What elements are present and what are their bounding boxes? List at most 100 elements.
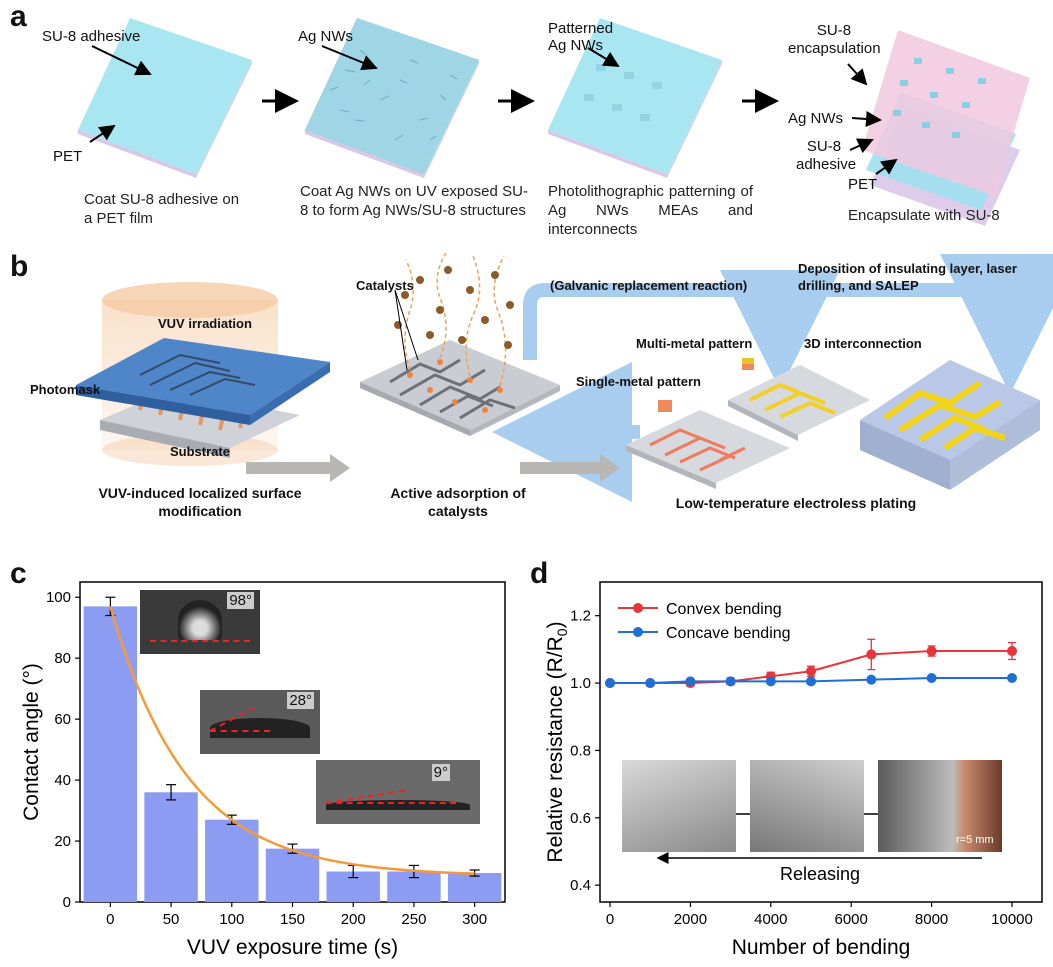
x-axis-label: VUV exposure time (s) [187, 936, 398, 959]
x-tick-label: 4000 [754, 911, 787, 928]
caption-vuv-modification: VUV-induced localized surface modificati… [98, 485, 302, 519]
caption-step4: Encapsulate with SU-8 [848, 207, 1000, 224]
y-tick-label: 100 [46, 589, 71, 606]
data-point [806, 676, 816, 687]
loop-arrow-top [523, 254, 1053, 394]
patterned-film-step3 [548, 18, 722, 178]
photo-folded [878, 760, 1002, 852]
photo-bent [750, 760, 864, 852]
label-galvanic: (Galvanic replacement reaction) [550, 278, 748, 293]
arrow-patterned [587, 47, 620, 68]
inset-droplet-9: 9° [316, 760, 480, 824]
y-tick-label: 80 [54, 650, 71, 667]
x-tick-label: 0 [106, 911, 114, 928]
panel-b-graphics [76, 252, 1053, 502]
grey-arrow-2 [520, 454, 620, 482]
arrow-su8 [91, 45, 152, 76]
y-tick-label: 20 [54, 833, 71, 850]
legend-label: Concave bending [666, 625, 791, 642]
arrow-encap [847, 63, 868, 86]
panel-a-label: a [10, 0, 27, 33]
x-tick-label: 250 [401, 911, 426, 928]
data-point [645, 678, 656, 689]
legend-marker [633, 603, 643, 613]
radius-label: r=5 mm [956, 834, 994, 846]
label-vuv-irradiation: VUV irradiation [158, 316, 252, 331]
photo-flat [622, 760, 736, 852]
label-agnws-step4: Ag NWs [788, 110, 844, 127]
label-pet: PET [53, 148, 83, 165]
data-point [1007, 646, 1017, 657]
label-su8-adhesive: SU-8 adhesive [42, 28, 141, 45]
vuv-setup [76, 282, 330, 466]
x-tick-label: 6000 [835, 911, 868, 928]
caption-step3: Photolithographic patterning of Ag NWs M… [548, 183, 753, 238]
caption-electroless-plating: Low-temperature electroless plating [675, 495, 917, 511]
y-axis-label: Contact angle (°) [20, 663, 43, 821]
data-point [866, 674, 877, 685]
label-substrate: Substrate [170, 444, 230, 459]
label-patterned-agnws: Patterned Ag NWs [548, 20, 614, 54]
angle-9: 9° [431, 764, 450, 781]
bending-arrows [620, 764, 1000, 784]
data-point [1007, 673, 1017, 683]
multi-metal-pattern-board [728, 358, 870, 441]
arrow-agnws [321, 45, 378, 71]
bar-300 [447, 873, 502, 902]
y-tick-label: 60 [54, 711, 71, 728]
label-single-metal: Single-metal pattern [576, 374, 701, 389]
panel-a-graphics [78, 17, 1030, 226]
y-tick-label: 40 [54, 772, 71, 789]
y-tick-label: 0 [63, 894, 71, 911]
3d-interconnection-board [860, 360, 1040, 490]
label-su8-encapsulation: SU-8 encapsulation [788, 22, 881, 57]
pet-film-step1 [78, 18, 252, 178]
arrow-adhesive [849, 138, 874, 154]
x-tick-label: 50 [163, 911, 180, 928]
arrow-pet [89, 124, 116, 143]
label-3d-interconnection: 3D interconnection [804, 336, 922, 351]
x-tick-label: 200 [341, 911, 366, 928]
legend-label: Convex bending [666, 601, 782, 618]
y-tick-label: 0.6 [570, 810, 591, 827]
panel-d-label: d [530, 557, 549, 590]
arrow-agnws-4 [851, 111, 882, 127]
agnws-texture [329, 49, 458, 141]
y-tick-label: 0.8 [570, 742, 591, 759]
x-tick-label: 8000 [915, 911, 948, 928]
data-point [866, 649, 877, 660]
bar-0 [83, 606, 138, 902]
x-tick-label: 0 [606, 911, 614, 928]
bar-150 [265, 848, 320, 902]
data-point [926, 646, 937, 657]
caption-active-adsorption: Active adsorption of catalysts [390, 485, 526, 519]
fit-curve [109, 606, 475, 875]
data-point [605, 678, 615, 689]
x-tick-label: 150 [280, 911, 305, 928]
plot-frame [599, 581, 1043, 903]
grey-arrow-1 [246, 454, 350, 482]
label-photomask: Photomask [30, 382, 101, 397]
label-agnws: Ag NWs [298, 28, 354, 45]
caption-step2: Coat Ag NWs on UV exposed SU-8 to form A… [300, 183, 528, 219]
y-tick-label: 0.4 [570, 877, 591, 894]
data-point [685, 676, 696, 687]
bar-50 [144, 792, 198, 902]
bar-100 [205, 819, 259, 902]
data-point [725, 676, 736, 687]
angle-28: 28° [287, 692, 314, 709]
x-tick-label: 100 [219, 911, 244, 928]
label-catalysts: Catalysts [356, 278, 414, 293]
label-pet-step4: PET [848, 176, 878, 193]
label-deposition: Deposition of insulating layer, laser dr… [798, 261, 1017, 293]
encapsulated-stack-step4 [862, 30, 1030, 226]
x-axis-label: Number of bending [732, 936, 911, 959]
single-metal-pattern-board [626, 400, 790, 489]
caption-step1: Coat SU-8 adhesive on a PET film [84, 191, 240, 227]
y-axis-label: Relative resistance (R/R0) [544, 621, 570, 862]
x-tick-label: 2000 [674, 911, 707, 928]
label-multi-metal: Multi-metal pattern [636, 336, 753, 351]
bending-photos: r=5 mm [622, 760, 1002, 856]
x-tick-label: 300 [462, 911, 487, 928]
